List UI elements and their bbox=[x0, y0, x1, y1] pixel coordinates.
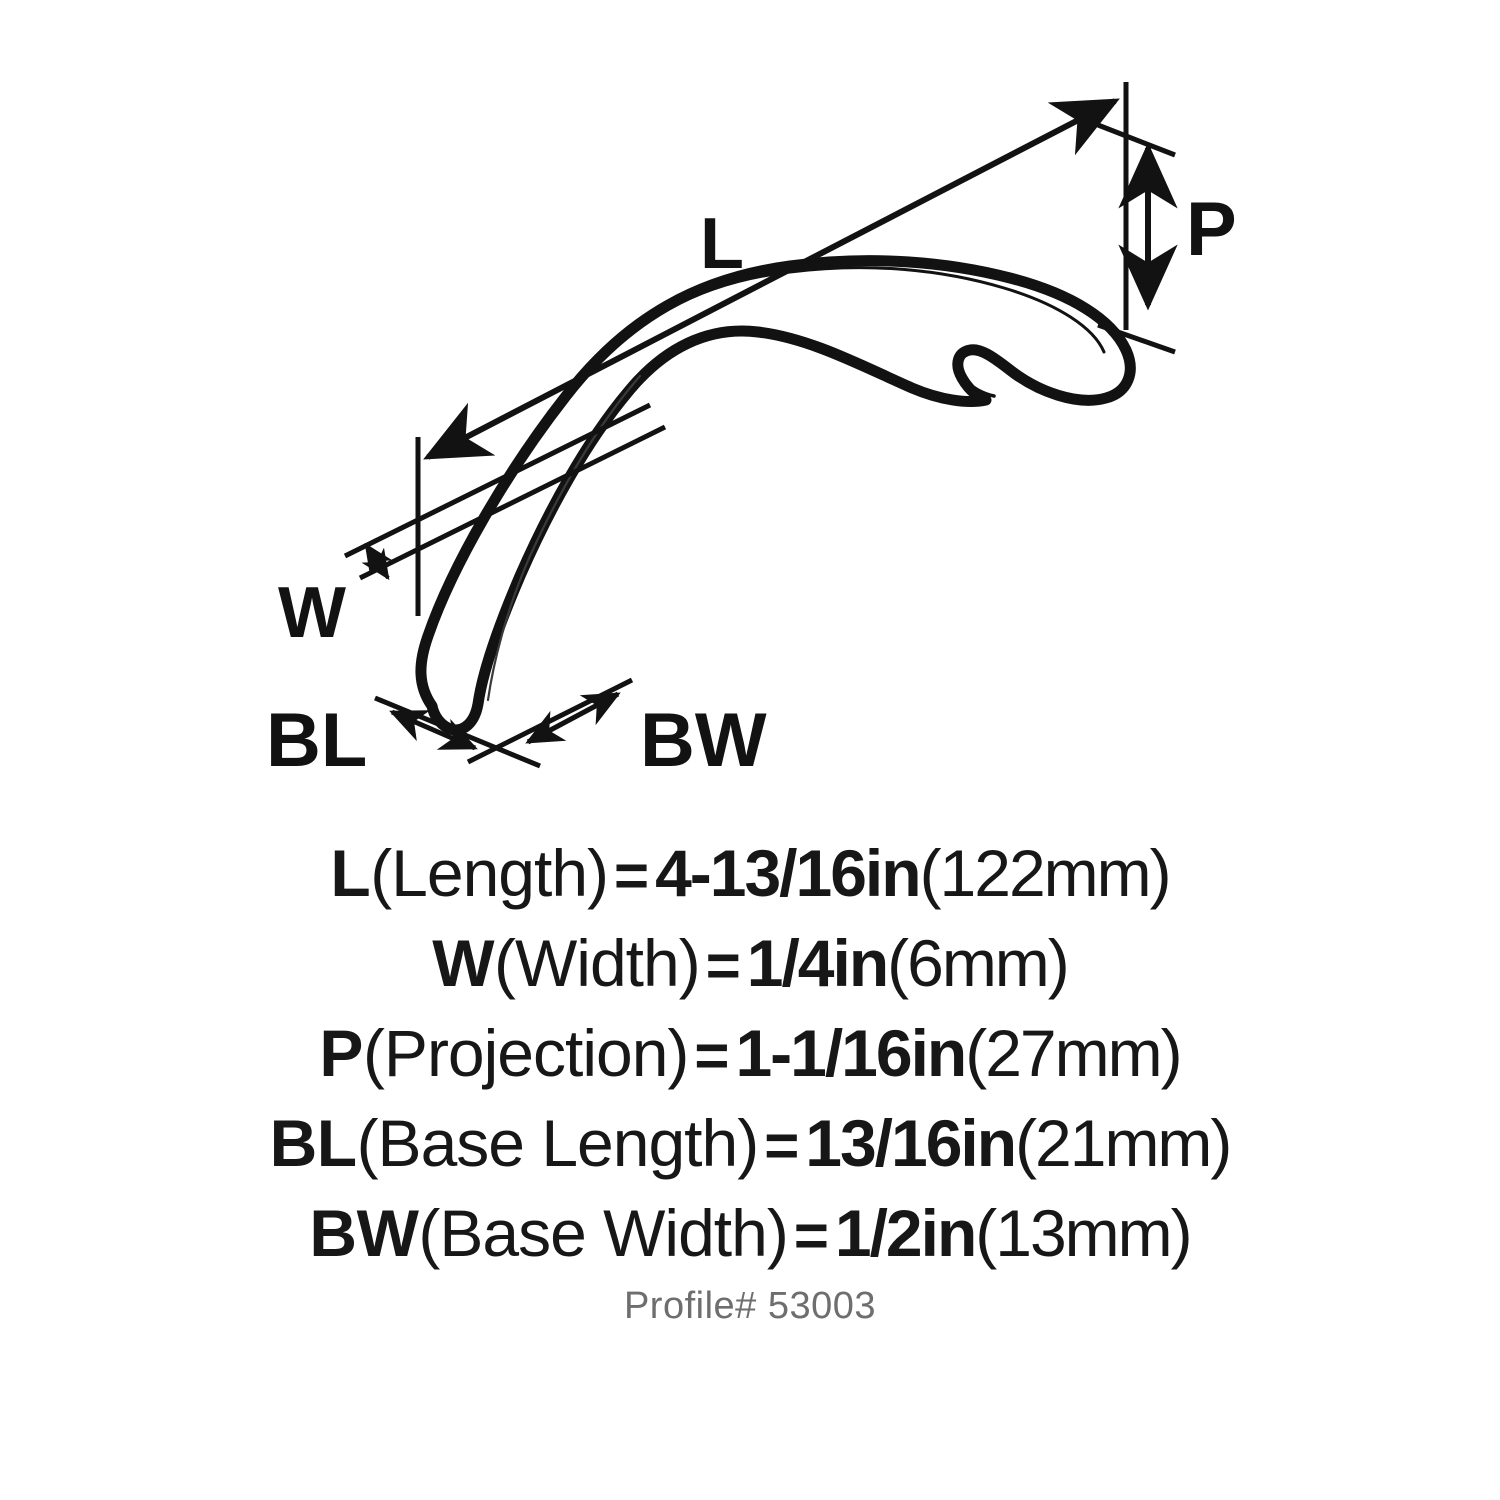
projection-witness-top bbox=[1097, 122, 1176, 158]
base-width-dimension-arrow bbox=[525, 691, 621, 745]
width-dimension-arrow bbox=[361, 542, 393, 581]
spec-equals-base-length: = bbox=[764, 1112, 800, 1179]
spec-code-projection: P bbox=[319, 1016, 363, 1090]
dimension-projection: P bbox=[1097, 122, 1237, 355]
spec-name-base-width: (Base Width) bbox=[418, 1196, 788, 1270]
spec-name-base-length: (Base Length) bbox=[356, 1106, 760, 1180]
specification-list: L(Length)=4-13/16in(122mm) W(Width)=1/4i… bbox=[0, 840, 1500, 1290]
base-length-dimension-arrow bbox=[389, 709, 478, 751]
length-label: L bbox=[700, 204, 744, 284]
handle-technical-drawing: L W P bbox=[266, 82, 1237, 783]
spec-equals-base-width: = bbox=[793, 1202, 829, 1269]
spec-name-width: (Width) bbox=[494, 926, 701, 1000]
base-length-label: BL bbox=[266, 698, 367, 783]
spec-value-base-length: 13/16in bbox=[805, 1106, 1017, 1180]
spec-metric-projection: (27mm) bbox=[965, 1016, 1182, 1090]
projection-label: P bbox=[1186, 187, 1237, 272]
spec-equals-width: = bbox=[705, 932, 741, 999]
projection-witness-bottom bbox=[1097, 322, 1176, 355]
dimension-base-width: BW bbox=[466, 677, 767, 783]
spec-value-base-width: 1/2in bbox=[834, 1196, 977, 1270]
spec-metric-width: (6mm) bbox=[887, 926, 1070, 1000]
profile-number: Profile# 53003 bbox=[623, 1285, 877, 1327]
spec-metric-base-length: (21mm) bbox=[1015, 1106, 1232, 1180]
spec-code-length: L bbox=[330, 836, 371, 910]
dimension-width: W bbox=[278, 402, 667, 653]
spec-name-length: (Length) bbox=[370, 836, 609, 910]
spec-code-base-width: BW bbox=[309, 1196, 419, 1270]
spec-value-width: 1/4in bbox=[746, 926, 889, 1000]
length-dimension-arrow bbox=[423, 98, 1120, 460]
spec-value-length: 4-13/16in bbox=[655, 836, 921, 910]
base-width-leader bbox=[466, 677, 634, 765]
spec-name-projection: (Projection) bbox=[362, 1016, 689, 1090]
spec-row-projection: P(Projection)=1-1/16in(27mm) bbox=[0, 1020, 1500, 1110]
spec-value-projection: 1-1/16in bbox=[735, 1016, 967, 1090]
base-width-label: BW bbox=[640, 698, 767, 783]
dimension-base-length: BL bbox=[266, 695, 541, 783]
spec-row-width: W(Width)=1/4in(6mm) bbox=[0, 930, 1500, 1020]
spec-metric-length: (122mm) bbox=[919, 836, 1172, 910]
spec-code-width: W bbox=[432, 926, 495, 1000]
width-guide-lower bbox=[358, 424, 667, 581]
spec-metric-base-width: (13mm) bbox=[975, 1196, 1192, 1270]
spec-code-base-length: BL bbox=[269, 1106, 357, 1180]
spec-row-base-length: BL(Base Length)=13/16in(21mm) bbox=[0, 1110, 1500, 1200]
width-guide-upper bbox=[343, 402, 652, 559]
spec-equals-length: = bbox=[614, 842, 650, 909]
width-label: W bbox=[278, 573, 346, 653]
spec-equals-projection: = bbox=[694, 1022, 730, 1089]
spec-row-base-width: BW(Base Width)=1/2in(13mm) bbox=[0, 1200, 1500, 1290]
spec-row-length: L(Length)=4-13/16in(122mm) bbox=[0, 840, 1500, 930]
